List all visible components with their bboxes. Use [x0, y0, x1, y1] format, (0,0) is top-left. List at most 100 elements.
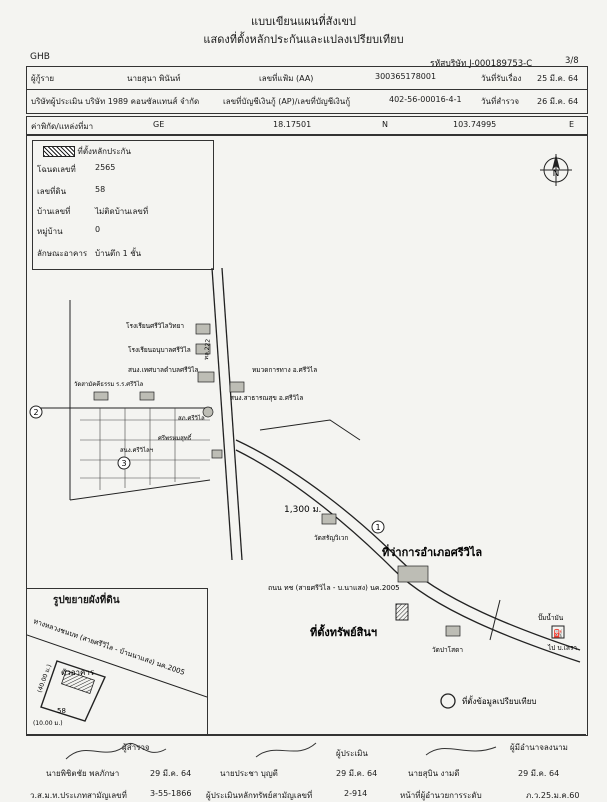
signature-footer: ผู้สำรวจ ผู้ประเมิน ผู้มีอำนาจลงนาม นายพ… — [26, 734, 586, 801]
reviewer-label: ผู้ประเมิน — [336, 749, 368, 758]
appraiser-role: ผู้ประเมินหลักทรัพย์สามัญเลขที่ — [206, 791, 313, 800]
deed-label: โฉนดเลขที่ — [37, 165, 76, 174]
collateral-label: ที่ตั้งหลักประกัน — [77, 147, 131, 156]
reviewer-date: 29 มี.ค. 64 — [518, 769, 560, 778]
label-district-small: สนง.ศรีวิไลฯ — [120, 446, 153, 454]
coordinate-label: ค่าพิกัด/แหล่งที่มา — [31, 122, 94, 131]
town-road-3 — [69, 479, 211, 501]
comparison-marker-3: 3 — [117, 456, 131, 470]
label-school1: โรงเรียนศรีวิไลวิทยา — [126, 322, 184, 330]
header-row-1: ผู้กู้ราย นายสุนา พินันท์ เลขที่แฟ้ม (AA… — [27, 67, 587, 90]
land-plot-inset: รูปขยายผังที่ดิน ทางหลวงชนบท (สายศรีวิไล… — [26, 588, 208, 736]
rural-road — [235, 439, 581, 651]
land-label: เลขที่ดิน — [37, 187, 67, 196]
account-value: 402-56-00016-4-1 — [389, 95, 462, 104]
side-road — [259, 419, 361, 441]
label-temple3: วัดสรัญวิเวก — [314, 534, 348, 542]
inset-structure-label: ตัวอาคาร — [61, 668, 95, 677]
file-value: 300365178001 — [375, 72, 437, 81]
inset-building — [61, 669, 95, 695]
label-temple2: ศรีพรหมสุทธิ์ — [158, 433, 193, 442]
reviewer-role: หน้าที่ผู้อำนวยการระดับ — [400, 791, 482, 800]
label-road: ถนน ทช (สายศรีวิไล - บ.นาแสง) นค.2005 — [268, 583, 400, 592]
label-temple1: วัดสามัคคีธรรม — [74, 380, 114, 388]
village-label: หมู่บ้าน — [37, 227, 63, 236]
building-icons — [93, 323, 461, 637]
svg-text:3: 3 — [121, 459, 126, 468]
comparison-legend-marker — [440, 693, 456, 709]
inset-lot-outline — [40, 660, 106, 722]
surveyor-label: ผู้สำรวจ — [122, 743, 150, 752]
svg-text:⛽: ⛽ — [553, 628, 563, 638]
gas-station-icon: ⛽ — [551, 625, 565, 639]
label-school2: โรงเรียนอนุบาลศรีวิไล — [128, 346, 191, 354]
building-label: ลักษณะอาคาร — [37, 249, 88, 258]
label-district-office: ที่ว่าการอำเภอศรีวิไล — [382, 544, 482, 559]
reviewer-signature — [425, 746, 497, 756]
label-distance: 1,300 ม. — [284, 505, 321, 515]
reviewer-name: นายสุบิน งามดี — [408, 769, 460, 778]
land-value: 58 — [95, 185, 106, 194]
inset-lot-number: 58 — [57, 707, 66, 715]
longitude-value: 103.74995 — [453, 120, 497, 129]
north-arrow-icon: N — [540, 154, 572, 186]
property-marker — [395, 603, 409, 621]
map-frame — [26, 134, 588, 736]
applicant-label: ผู้กู้ราย — [31, 74, 55, 83]
house-label: บ้านเลขที่ — [37, 207, 71, 216]
received-label: วันที่รับเรื่อง — [481, 74, 522, 83]
appraiser-signature — [255, 742, 317, 758]
approver-label: ผู้มีอำนาจลงนาม — [510, 743, 568, 752]
surveyor-date: 29 มี.ค. 64 — [150, 769, 192, 778]
house-value: ไม่ติดบ้านเลขที่ — [95, 207, 149, 216]
company-code: รหัสบริษัท J-000189753-C — [430, 59, 533, 69]
reviewer-number: ภ.ว.25.ม.ค.60 — [526, 791, 580, 800]
longitude-unit: E — [569, 120, 575, 129]
survey-label: วันที่สำรวจ — [481, 97, 520, 106]
inset-road-line — [27, 634, 207, 698]
header-row-2: บริษัทผู้ประเมิน บริษัท 1989 คอนซัลแทนส์… — [27, 90, 587, 112]
label-temple4: วัดปาโสดา — [432, 646, 463, 654]
label-property: ที่ตั้งทรัพย์สินฯ — [310, 624, 377, 639]
surveyor-id-label: ว.ส.ม.ท.ประเภทสามัญเลขที่ — [30, 791, 127, 800]
surveyor-signature — [65, 742, 167, 760]
branch-road — [489, 599, 501, 641]
svg-text:1: 1 — [375, 523, 380, 532]
coordinate-source: GE — [153, 120, 165, 129]
signatures — [65, 742, 497, 760]
label-highway-office: หมวดการทาง อ.ศรีวิไล — [252, 366, 317, 374]
label-gas: ปั๊มน้ำมัน — [538, 613, 564, 622]
hatch-swatch — [43, 146, 75, 157]
page-number: 3/8 — [565, 56, 579, 66]
town-grid — [80, 408, 210, 490]
account-label: เลขที่บัญชีเงินกู้ (AP)/เลขที่บัญชีเงินก… — [223, 97, 351, 106]
label-school3: ร.ร.ศรีวิไล — [116, 380, 144, 388]
inset-road-label: ทางหลวงชนบท (สายศรีวิไล - บ้านนาแสง) นค.… — [32, 616, 186, 676]
latitude-value: 18.17501 — [273, 120, 312, 129]
company-label: บริษัทผู้ประเมิน บริษัท 1989 คอนซัลแทนส์… — [31, 97, 200, 106]
label-municipality: สนง.เทศบาลตำบลศรีวิไล — [128, 366, 199, 374]
label-comparison: ที่ตั้งข้อมูลเปรียบเทียบ — [462, 695, 536, 707]
svg-text:2: 2 — [33, 408, 38, 417]
deed-value: 2565 — [95, 163, 116, 172]
highway-road — [211, 267, 233, 561]
rural-road-edge — [235, 449, 581, 663]
appraiser-date: 29 มี.ค. 64 — [336, 769, 378, 778]
highway-road-edge — [221, 267, 243, 561]
received-value: 25 มี.ค. 64 — [537, 74, 579, 83]
file-label: เลขที่แฟ้ม (AA) — [259, 74, 314, 83]
latitude-unit: N — [382, 120, 388, 129]
village-value: 0 — [95, 225, 101, 234]
north-label: N — [553, 169, 560, 179]
inset-title: รูปขยายผังที่ดิน — [53, 595, 120, 606]
document-title: แบบเขียนแผนที่สังเขป — [251, 15, 356, 28]
appraiser-name: นายประชา บุญตี — [220, 769, 278, 778]
label-health: สนง.สาธารณสุข อ.ศรีวิไล — [230, 394, 303, 402]
surveyor-name: นายพิชิตชัย พลภักษา — [46, 769, 120, 778]
collateral-legend: ที่ตั้งหลักประกัน โฉนดเลขที่ 2565 เลขที่… — [32, 140, 214, 270]
coordinate-row: ค่าพิกัด/แหล่งที่มา GE 18.17501 N 103.74… — [26, 116, 588, 136]
inset-dim2: (10.00 ม.) — [33, 720, 63, 727]
comparison-marker-2: 2 — [29, 405, 43, 419]
surveyor-id-number: 3-55-1866 — [150, 789, 192, 798]
